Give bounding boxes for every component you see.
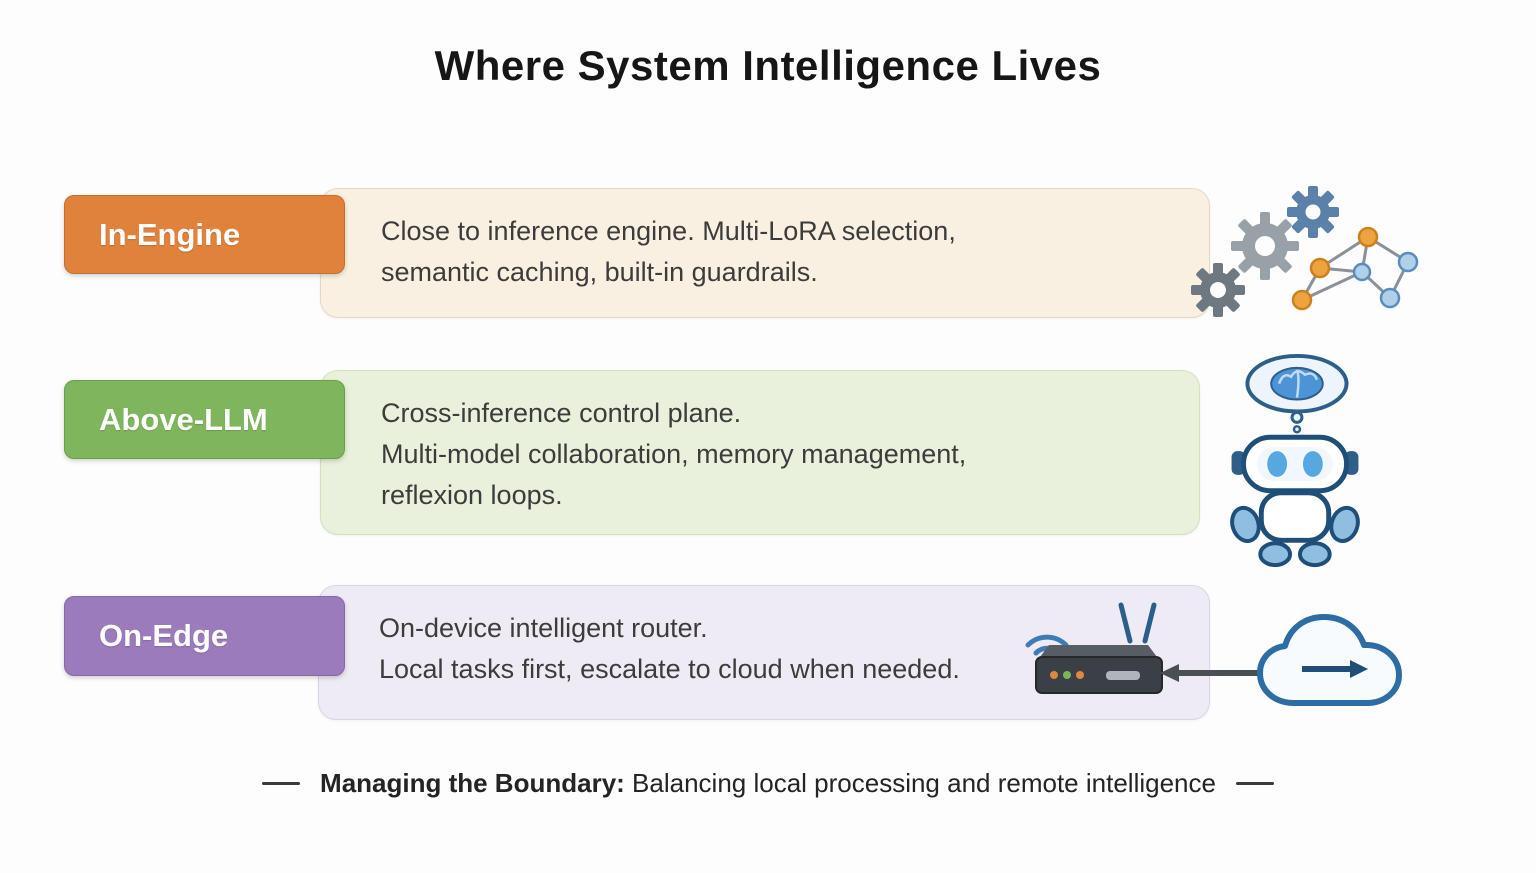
footer-caption: Managing the Boundary: Balancing local p… [0,768,1536,799]
description-line: Close to inference engine. Multi-LoRA se… [381,216,956,246]
antenna-icon [1118,602,1157,644]
robot-icon [1230,434,1360,568]
gear-icon [1287,186,1339,238]
router-icon [1035,645,1163,694]
description-line: reflexion loops. [381,480,563,510]
above-llm-description-box: Cross-inference control plane. Multi-mod… [320,370,1200,535]
description-line: Cross-inference control plane. [381,398,742,428]
page-title: Where System Intelligence Lives [434,42,1102,89]
network-graph-icon [1291,226,1419,311]
description-line: semantic caching, built-in guardrails. [381,257,818,287]
above-llm-icon-cluster [1230,353,1360,568]
dash-divider [262,782,301,785]
description-line: Local tasks first, escalate to cloud whe… [379,654,960,684]
in-engine-label: In-Engine [64,195,345,274]
dash-divider [1235,782,1274,785]
footer-text: Balancing local processing and remote in… [632,768,1216,798]
above-llm-label: Above-LLM [64,380,345,459]
footer-bold-text: Managing the Boundary: [320,768,625,798]
gear-icon [1191,263,1245,317]
description-line: On-device intelligent router. [379,613,708,643]
in-engine-icon-cluster [1191,186,1419,317]
on-edge-description: On-device intelligent router. Local task… [379,608,1189,690]
label-text: Above-LLM [99,401,268,437]
gear-icon [1231,212,1299,280]
label-text: In-Engine [99,216,241,252]
in-engine-description-box: Close to inference engine. Multi-LoRA se… [320,188,1210,318]
on-edge-label: On-Edge [64,596,345,676]
in-engine-description: Close to inference engine. Multi-LoRA se… [381,211,1189,293]
label-text: On-Edge [99,618,229,653]
description-line: Multi-model collaboration, memory manage… [381,439,967,469]
brain-thought-bubble-icon [1245,353,1349,434]
cloud-sync-icon [1257,614,1402,706]
above-llm-description: Cross-inference control plane. Multi-mod… [381,393,1179,516]
on-edge-icon-cluster [1025,602,1402,706]
